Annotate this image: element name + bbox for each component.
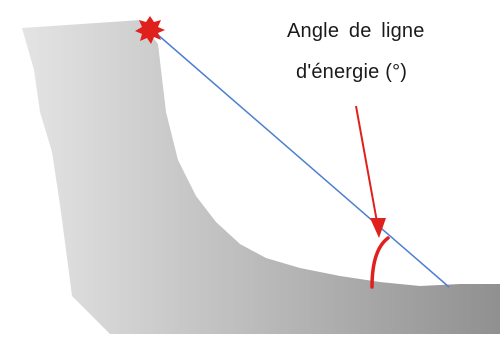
energy-line <box>149 27 450 288</box>
red-arrow-icon <box>355 105 386 238</box>
rockfall-source-star-icon <box>135 16 165 44</box>
annotation-line-2: d'énergie (°) <box>296 61 408 83</box>
slope-profile <box>22 20 500 334</box>
annotation-line-1: Angle de ligne <box>287 20 425 42</box>
energy-angle-arc <box>370 236 390 289</box>
